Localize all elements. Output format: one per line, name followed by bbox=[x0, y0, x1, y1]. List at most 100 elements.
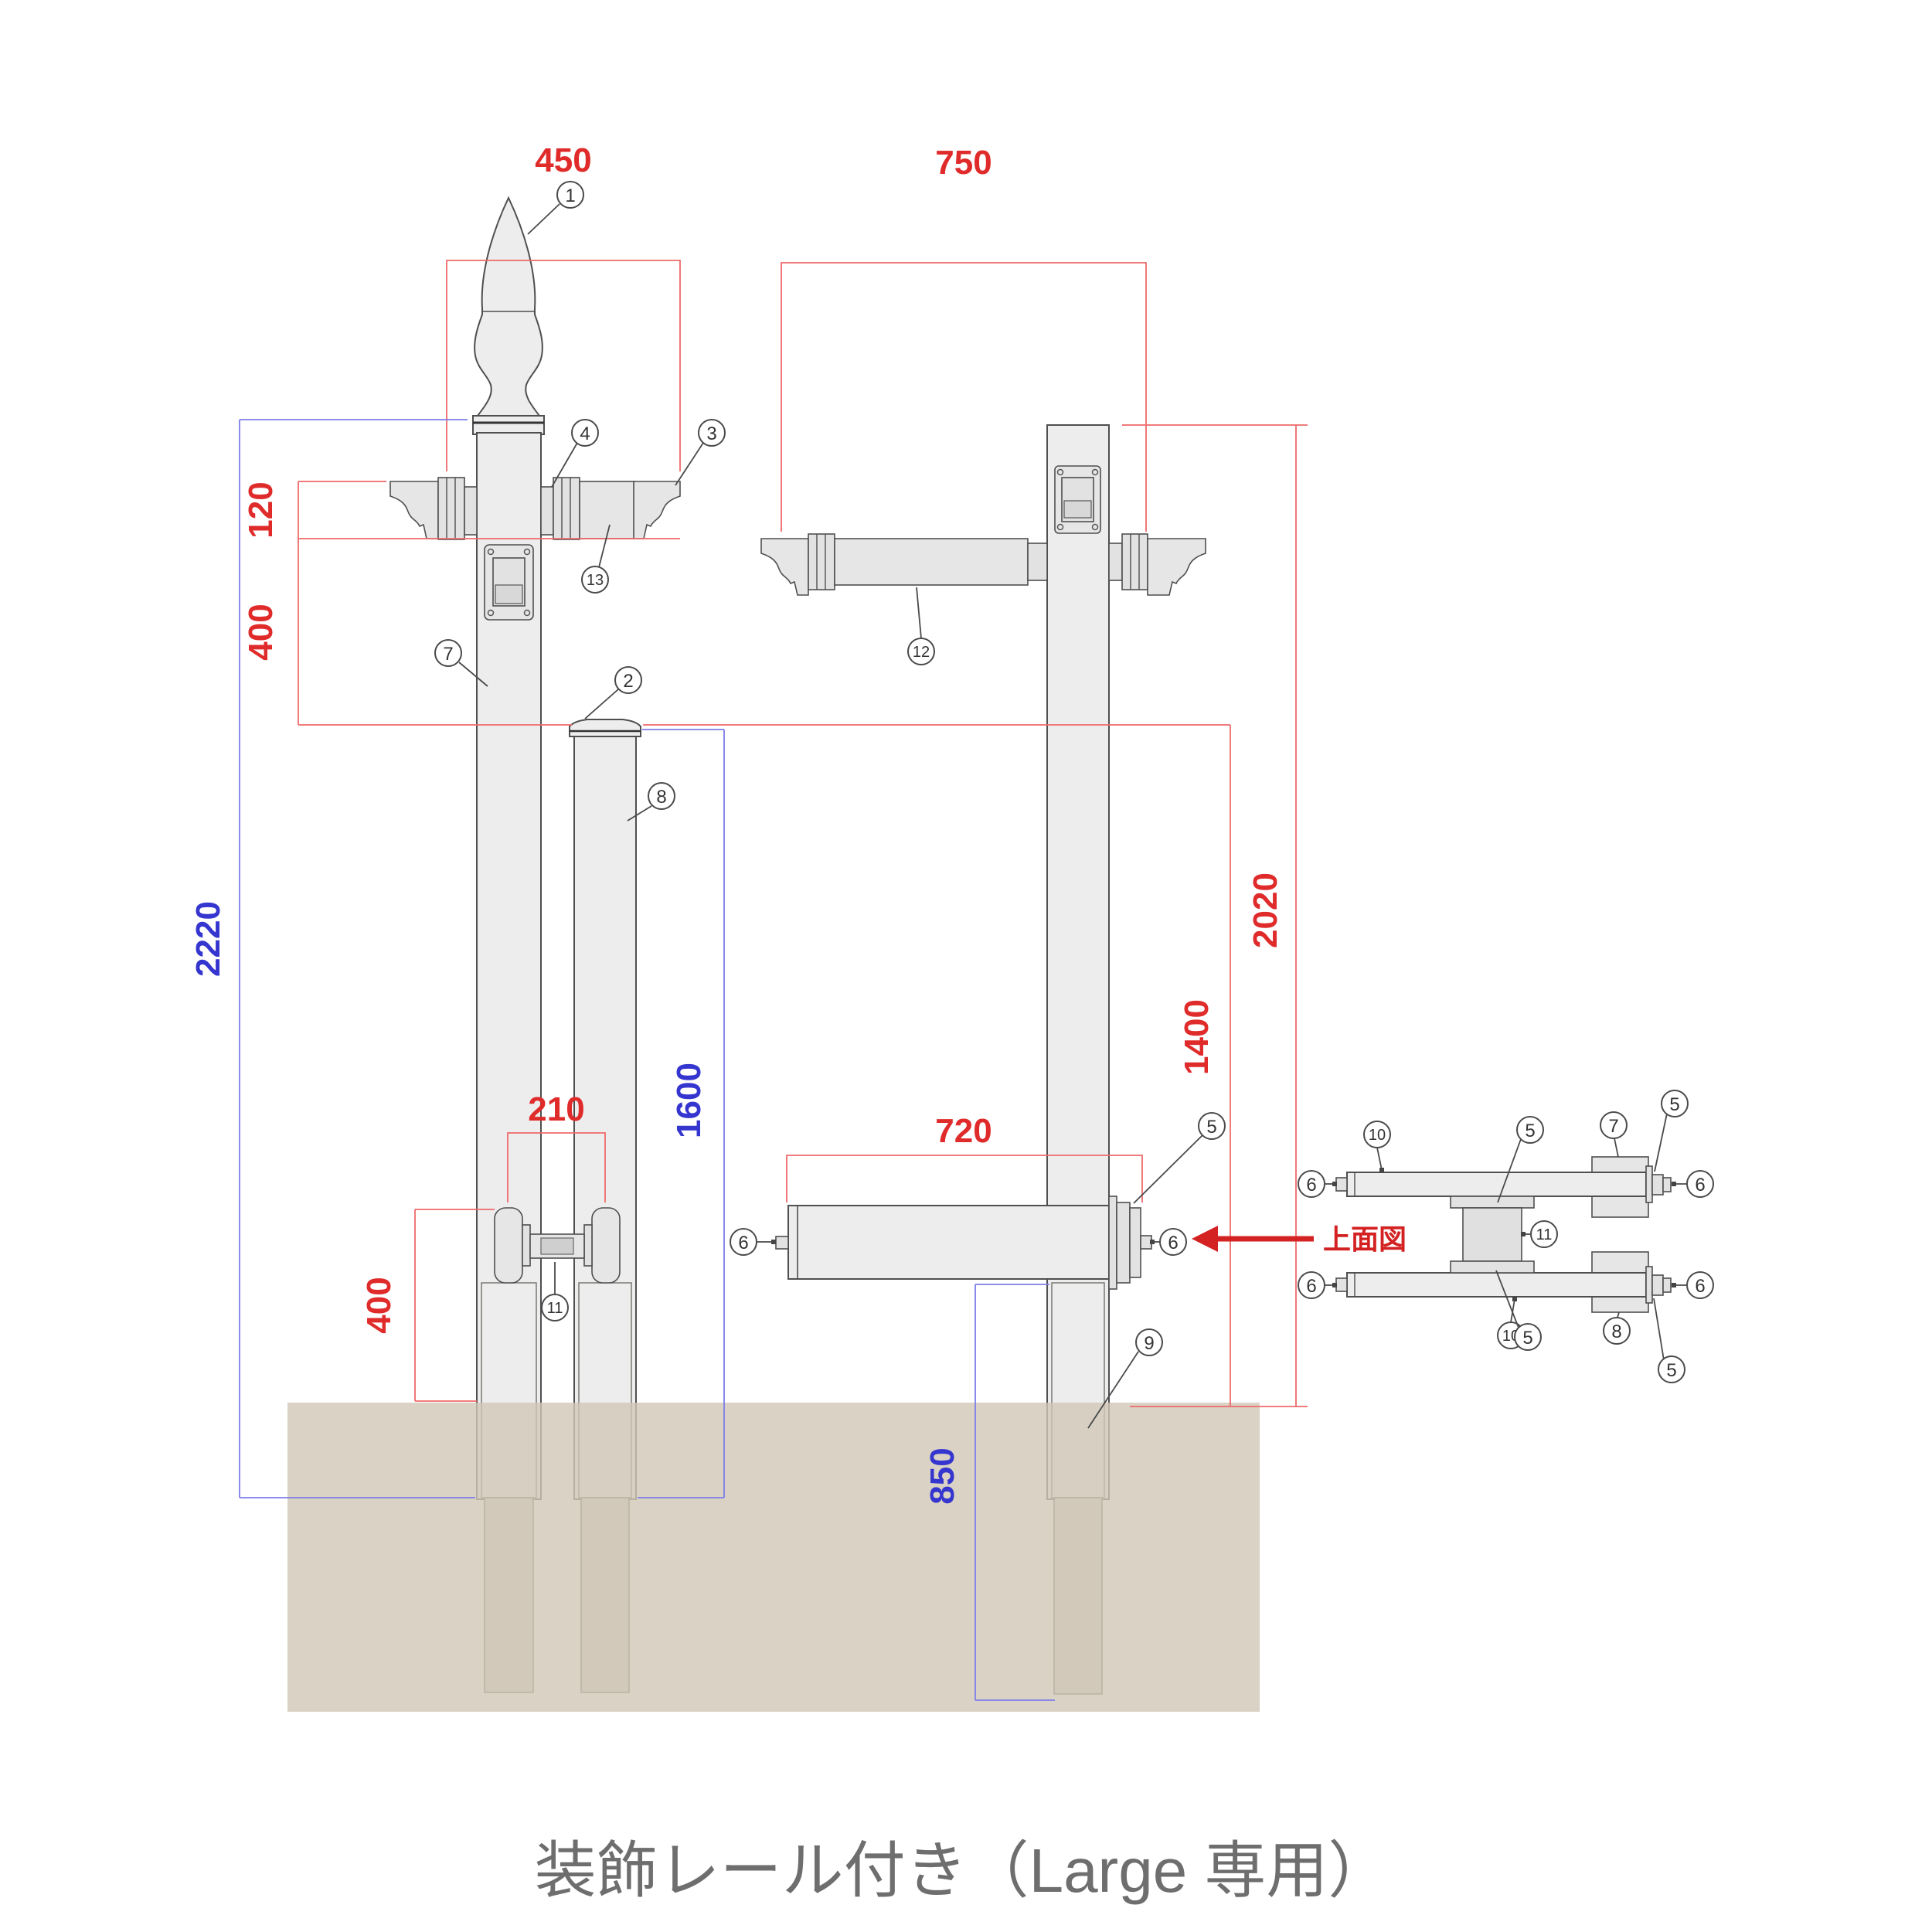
dim-400-upper: 400 bbox=[242, 604, 280, 660]
connector-core bbox=[540, 1237, 574, 1255]
roller-left bbox=[494, 1207, 523, 1284]
plate-inner-lower bbox=[495, 584, 523, 604]
callout-5-mid: 5 bbox=[1133, 1112, 1226, 1204]
callout-6-num: 6 bbox=[1306, 1276, 1316, 1297]
dim-2220: 2220 bbox=[189, 901, 227, 977]
callout-5-tv-cap-bottom: 5 bbox=[1653, 1298, 1685, 1383]
callout-8-num: 8 bbox=[656, 787, 666, 808]
beam-screw-left bbox=[775, 1236, 789, 1250]
callout-6-num: 6 bbox=[1695, 1276, 1705, 1297]
plate-screw bbox=[523, 548, 531, 556]
top-rail-upper bbox=[1346, 1172, 1647, 1197]
beam bbox=[787, 1205, 1110, 1280]
dim-1600: 1600 bbox=[670, 1063, 708, 1138]
rail-step-left bbox=[464, 486, 478, 536]
mid-rail-assembly bbox=[760, 533, 1206, 596]
top-rail-lower bbox=[1346, 1272, 1647, 1298]
cap-block-upper bbox=[1651, 1174, 1664, 1196]
rail-collar-right bbox=[553, 477, 580, 540]
callout-6-beam-left: 6 bbox=[730, 1228, 776, 1256]
dim-210: 210 bbox=[528, 1090, 584, 1128]
callout-6-num: 6 bbox=[1168, 1233, 1178, 1253]
finial-collar bbox=[472, 415, 545, 435]
ground bbox=[287, 1403, 1260, 1712]
callout-5-tv-hub-top: 5 bbox=[1497, 1116, 1544, 1203]
rail-bar bbox=[834, 538, 1029, 586]
beam-cap-plate3 bbox=[1129, 1207, 1141, 1278]
cap-plate-upper bbox=[1645, 1165, 1653, 1203]
beam-cap-plate1 bbox=[1108, 1196, 1117, 1290]
rail-bracket-right bbox=[1147, 538, 1206, 596]
callout-11-left: 11 bbox=[541, 1262, 569, 1321]
callout-5-num: 5 bbox=[1669, 1094, 1679, 1115]
mid-post bbox=[1046, 424, 1110, 1500]
rail-bracket-left bbox=[389, 481, 439, 539]
callout-8-num: 8 bbox=[1611, 1321, 1621, 1342]
callout-13: 13 bbox=[581, 524, 611, 594]
middle-view bbox=[760, 424, 1206, 1695]
plate-screw bbox=[487, 548, 495, 556]
callout-5-tv-cap-top: 5 bbox=[1654, 1090, 1689, 1172]
page-title: 装飾レール付き（Large 専用） bbox=[535, 1836, 1390, 1905]
callout-4: 4 bbox=[551, 419, 599, 488]
finial-ornament bbox=[474, 196, 543, 417]
callout-6-num: 6 bbox=[1306, 1175, 1316, 1196]
flange-left bbox=[522, 1224, 531, 1267]
rail-bracket-left bbox=[760, 538, 809, 596]
plate-inner-lower bbox=[1063, 500, 1092, 519]
callout-12: 12 bbox=[907, 587, 935, 665]
plate-screw bbox=[1056, 468, 1064, 476]
dimensions-blue: 2220 1600 850 bbox=[189, 419, 1055, 1701]
callout-6-num: 6 bbox=[1695, 1175, 1705, 1196]
callout-2-num: 2 bbox=[623, 671, 633, 692]
top-view-label: 上面図 bbox=[1323, 1223, 1406, 1255]
callout-13-num: 13 bbox=[587, 572, 604, 589]
callout-5-num: 5 bbox=[1525, 1121, 1535, 1141]
rail-collar-left bbox=[437, 477, 465, 540]
callout-9: 9 bbox=[1087, 1328, 1163, 1429]
callout-6-tv-right-lower: 6 bbox=[1672, 1271, 1714, 1299]
callouts: 1 4 3 13 7 2 8 11 bbox=[434, 181, 1714, 1429]
callout-5-num: 5 bbox=[1206, 1117, 1216, 1138]
roller-right bbox=[591, 1207, 621, 1284]
plate-screw bbox=[1091, 523, 1099, 531]
callout-2: 2 bbox=[584, 666, 642, 719]
callout-6-tv-left-upper: 6 bbox=[1298, 1170, 1337, 1198]
callout-6-tv-right-upper: 6 bbox=[1672, 1170, 1714, 1198]
hub-flange-bottom bbox=[1450, 1260, 1535, 1274]
callout-10-num: 10 bbox=[1369, 1127, 1386, 1144]
callout-4-num: 4 bbox=[580, 423, 590, 444]
callout-7-num: 7 bbox=[443, 644, 453, 665]
main-post-plate bbox=[484, 544, 534, 621]
dimensions-red: 450 750 120 400 210 400 2020 1400 720 上面… bbox=[242, 141, 1406, 1407]
short-post-cap bbox=[569, 719, 641, 737]
dim-450: 450 bbox=[535, 141, 591, 179]
beam-screw-right bbox=[1140, 1235, 1152, 1250]
callout-7-num: 7 bbox=[1608, 1116, 1618, 1137]
callout-3: 3 bbox=[675, 419, 726, 486]
dim-2020: 2020 bbox=[1247, 872, 1284, 948]
callout-3-num: 3 bbox=[706, 423, 716, 444]
callout-5-num: 5 bbox=[1666, 1360, 1676, 1381]
dim-850: 850 bbox=[923, 1447, 961, 1504]
rail-step-right bbox=[540, 486, 554, 536]
callout-1-num: 1 bbox=[565, 185, 575, 206]
top-view bbox=[1335, 1156, 1672, 1313]
cap-tip-lower bbox=[1662, 1277, 1672, 1293]
rail-collar-right bbox=[1121, 533, 1148, 590]
hub-flange-top bbox=[1450, 1196, 1535, 1209]
callout-1: 1 bbox=[527, 181, 584, 235]
dim-210-line bbox=[507, 1132, 606, 1202]
cap-block-lower bbox=[1651, 1274, 1664, 1296]
rail-bracket-right bbox=[633, 481, 681, 539]
dim-750-line bbox=[781, 262, 1147, 532]
rail-step-right bbox=[1108, 543, 1123, 581]
callout-9-num: 9 bbox=[1144, 1333, 1154, 1354]
rail-screw-left-lower bbox=[1335, 1277, 1348, 1292]
flange-right bbox=[583, 1224, 593, 1267]
callout-11-tv: 11 bbox=[1521, 1220, 1558, 1248]
dim-120: 120 bbox=[242, 481, 280, 538]
dim-1400: 1400 bbox=[1178, 999, 1216, 1075]
callout-7-tv: 7 bbox=[1600, 1111, 1628, 1158]
